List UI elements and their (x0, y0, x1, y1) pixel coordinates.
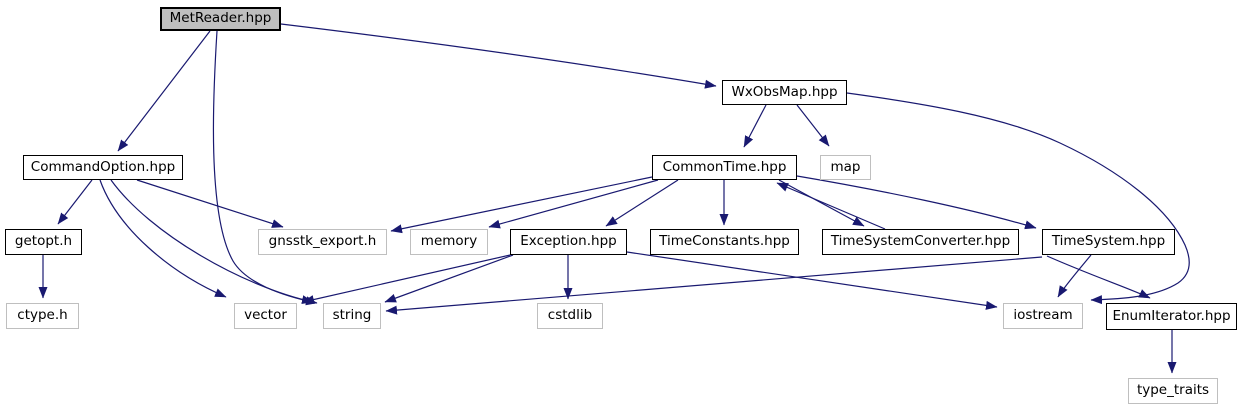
edge-metreader-hpp-to-wxobsmap-hpp (280, 23, 717, 89)
edge-wxobsmap-hpp-to-map (796, 104, 830, 147)
graph-node-timeconstants-hpp[interactable]: TimeConstants.hpp (650, 229, 799, 255)
edge-exception-hpp-to-vector (302, 254, 511, 304)
graph-node-enumiterator-hpp[interactable]: EnumIterator.hpp (1106, 303, 1237, 330)
graph-node-commandoption-hpp[interactable]: CommandOption.hpp (23, 155, 183, 180)
edge-commandoption-hpp-to-gnsstk-export-h (136, 179, 284, 228)
edge-commontime-hpp-to-exception-hpp (605, 179, 679, 227)
graph-node-timesystem-hpp[interactable]: TimeSystem.hpp (1042, 229, 1175, 255)
graph-node-commontime-hpp[interactable]: CommonTime.hpp (652, 155, 797, 180)
graph-node-memory: memory (410, 229, 488, 255)
edge-exception-hpp-to-iostream (626, 251, 998, 310)
edge-commandoption-hpp-to-string (110, 179, 314, 305)
edge-timesystem-hpp-to-iostream (1057, 254, 1092, 298)
edge-wxobsmap-hpp-to-iostream (846, 92, 1190, 305)
edge-commontime-hpp-to-memory (488, 179, 659, 229)
graph-node-timesystemconverter-hpp[interactable]: TimeSystemConverter.hpp (822, 229, 1019, 255)
edge-timesystemconverter-hpp-to-commontime-hpp (776, 182, 886, 230)
graph-node-cstdlib: cstdlib (537, 303, 603, 329)
edge-timesystem-hpp-to-string (385, 256, 1043, 315)
edge-metreader-hpp-to-string (212, 30, 318, 306)
edge-commandoption-hpp-to-getopt-h (57, 179, 93, 225)
graph-node-ctype-h: ctype.h (6, 303, 79, 329)
graph-node-exception-hpp[interactable]: Exception.hpp (510, 229, 627, 255)
graph-node-metreader-hpp[interactable]: MetReader.hpp (160, 7, 281, 31)
edge-timesystem-hpp-to-enumiterator-hpp (1046, 255, 1151, 299)
edge-exception-hpp-to-string (384, 254, 514, 303)
edge-commontime-hpp-to-timesystem-hpp (796, 175, 1037, 230)
graph-node-type-traits: type_traits (1128, 378, 1218, 404)
edge-commontime-hpp-to-timesystemconverter-hpp (778, 179, 865, 227)
edge-metreader-hpp-to-commandoption-hpp (117, 30, 211, 152)
graph-node-gnsstk-export-h: gnsstk_export.h (258, 229, 387, 255)
edge-commontime-hpp-to-gnsstk-export-h (390, 176, 653, 234)
graph-node-map: map (820, 155, 871, 180)
edge-commandoption-hpp-to-vector (99, 179, 227, 298)
graph-node-iostream: iostream (1003, 303, 1083, 329)
graph-node-wxobsmap-hpp[interactable]: WxObsMap.hpp (722, 80, 847, 105)
edge-wxobsmap-hpp-to-commontime-hpp (743, 104, 767, 148)
graph-node-vector: vector (234, 303, 297, 329)
graph-node-getopt-h[interactable]: getopt.h (5, 229, 82, 255)
graph-node-string: string (323, 303, 381, 329)
